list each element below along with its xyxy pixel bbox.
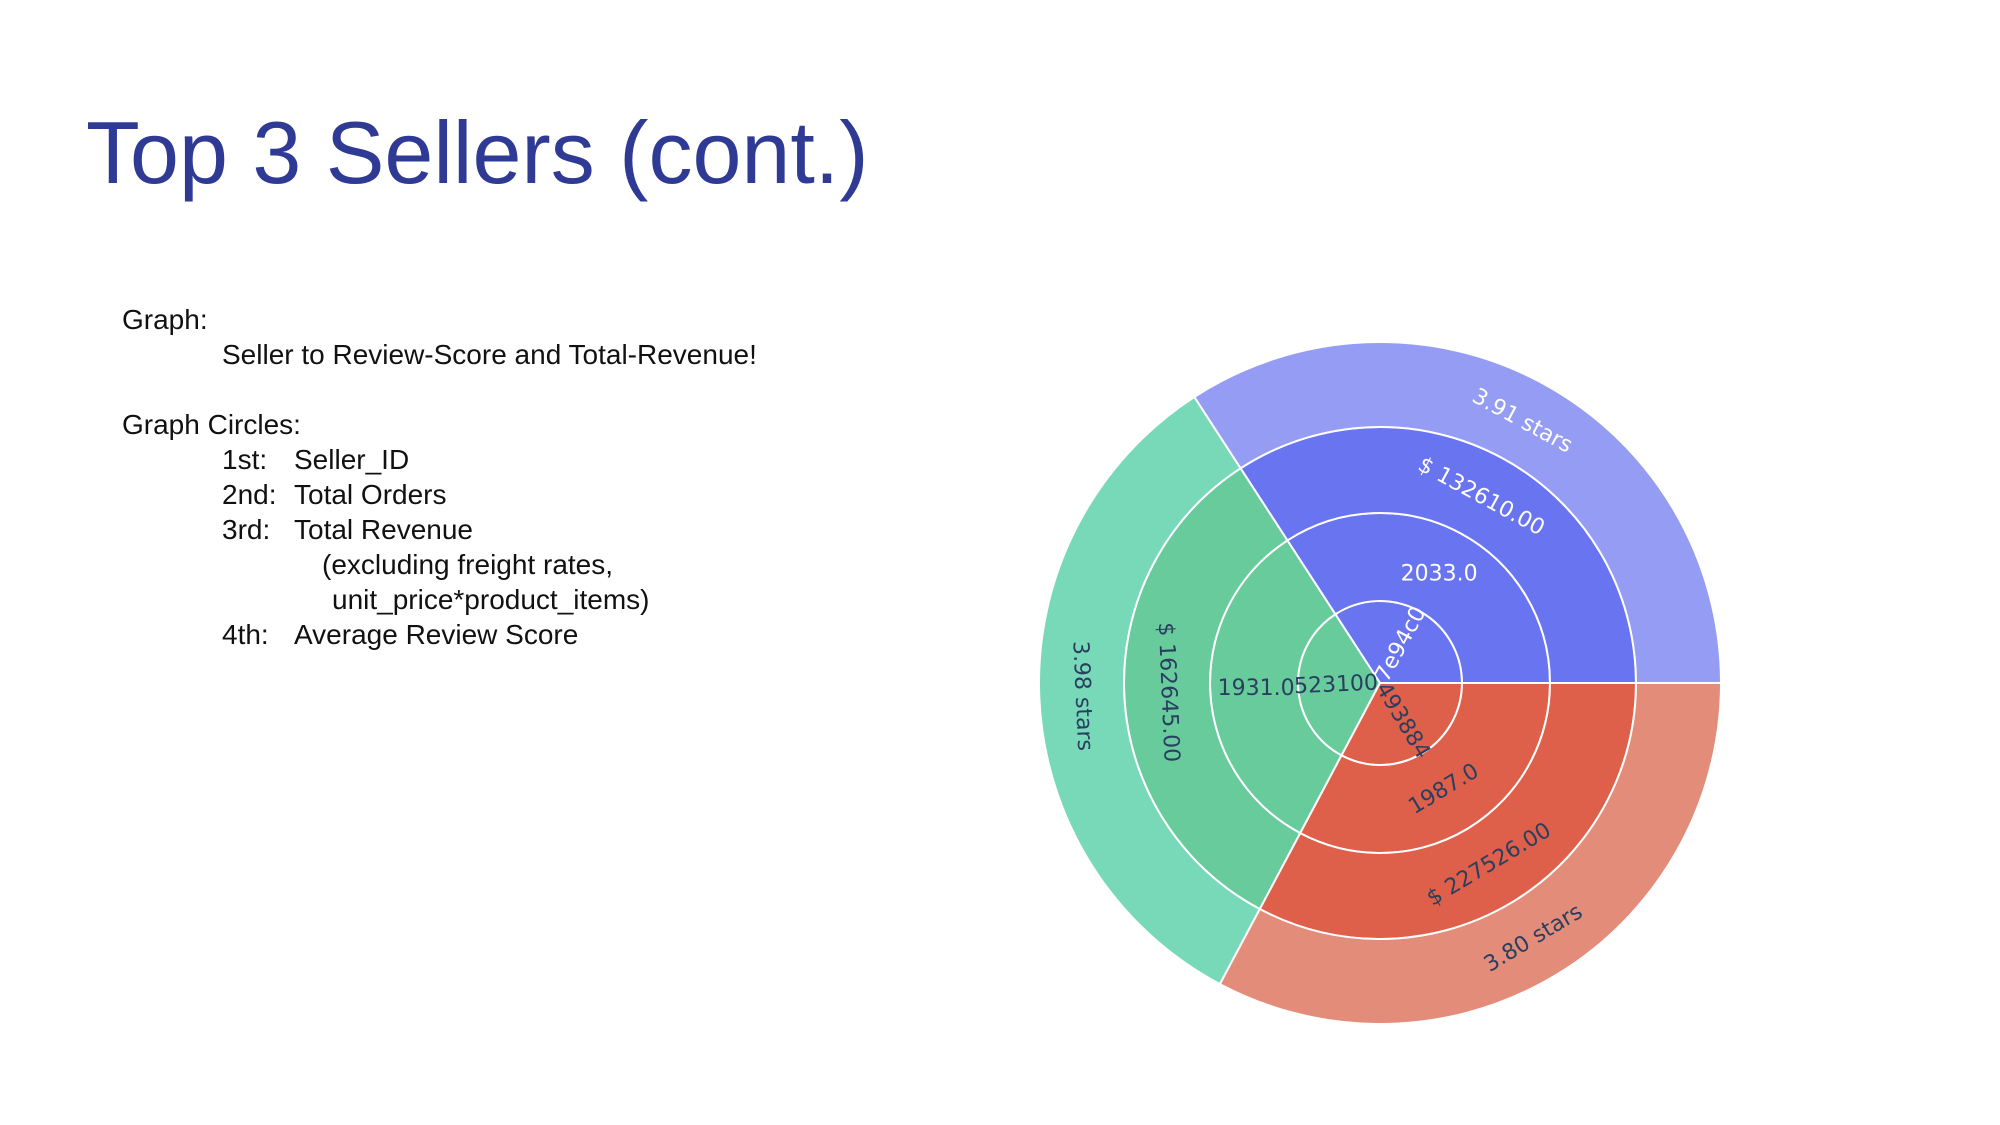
revenue-note-line-2: unit_price*product_items) [332, 584, 650, 615]
circles-heading: Graph Circles: [122, 409, 301, 440]
circle-item-1: 1st: Seller_ID [122, 442, 757, 477]
circle-label: Seller_ID [294, 444, 410, 475]
circle-ordinal: 3rd: [222, 514, 271, 545]
slide-title: Top 3 Sellers (cont.) [86, 103, 869, 202]
sunburst-wedge-review-2[interactable] [1038, 395, 1262, 986]
circle-label: Total Orders [294, 479, 447, 510]
sunburst-label-orders-1: 2033.0 [1401, 562, 1478, 587]
graph-description: Seller to Review-Score and Total-Revenue… [222, 339, 757, 370]
sunburst-wedge-review-3[interactable] [1218, 682, 1723, 1025]
circle-item-3: 3rd: Total Revenue [122, 512, 757, 547]
revenue-note-line-1: (excluding freight rates, [322, 549, 614, 580]
chart-notes: Graph: Seller to Review-Score and Total-… [122, 302, 757, 652]
sunburst-label-orders-2: 1931.0 [1218, 676, 1295, 701]
circle-ordinal: 1st: [222, 444, 268, 475]
graph-heading: Graph: [122, 304, 208, 335]
circle-label: Average Review Score [294, 619, 579, 650]
circle-ordinal: 2nd: [222, 479, 277, 510]
circle-item-2: 2nd: Total Orders [122, 477, 757, 512]
circle-label: Total Revenue [294, 514, 474, 545]
sunburst-label-revenue-2: $ 162645.00 [1153, 622, 1184, 763]
circle-ordinal: 4th: [222, 619, 269, 650]
sunburst-label-review-2: 3.98 stars [1067, 640, 1097, 751]
sunburst-label-seller-id-2: 523100 [1294, 671, 1379, 700]
sunburst-wedge-review-1[interactable] [1192, 341, 1723, 684]
circle-item-4: 4th: Average Review Score [122, 617, 757, 652]
